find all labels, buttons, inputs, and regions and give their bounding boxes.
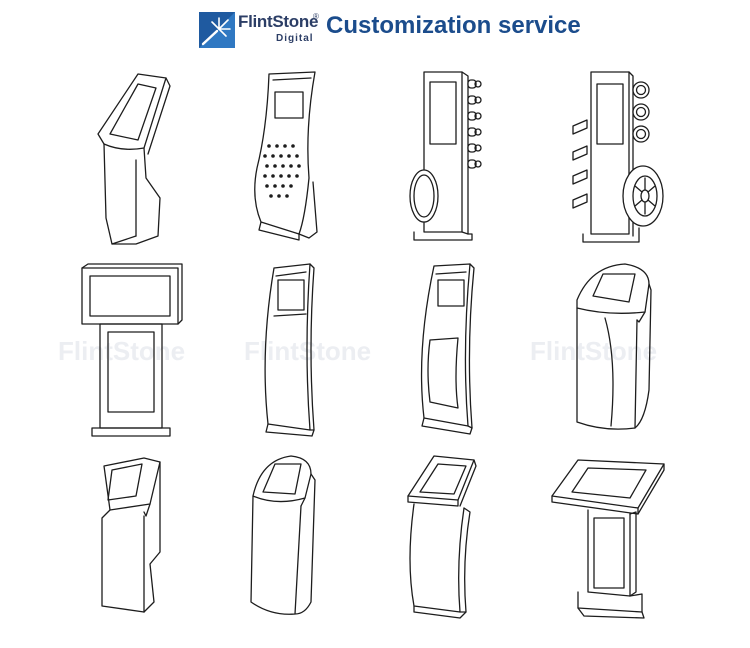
kiosk-keypad-wave-icon (245, 68, 325, 250)
page-header: FlintStone ® Digital Customization servi… (0, 0, 750, 58)
kiosk-lectern-icon (548, 452, 668, 622)
page-title: Customization service (326, 12, 581, 39)
brand-name: FlintStone (238, 12, 319, 31)
kiosk-phone-display-icon (400, 68, 490, 250)
brand-subtitle: Digital (276, 33, 314, 44)
kiosk-curved-stand-icon (400, 452, 490, 622)
kiosk-tower-icon (90, 452, 180, 622)
kiosk-tire-display-icon (565, 68, 665, 250)
kiosk-grid (0, 60, 750, 648)
kiosk-rounded-cylinder-icon (565, 260, 665, 440)
flintstone-logo-icon (199, 12, 235, 48)
registered-mark: ® (313, 12, 319, 21)
kiosk-curved-dual-screen-icon (408, 260, 488, 440)
kiosk-slanted-screen-icon (90, 68, 180, 258)
kiosk-dual-screen-icon (78, 260, 188, 440)
kiosk-rounded-tower-icon (245, 452, 325, 622)
kiosk-curved-tall-icon (250, 260, 330, 440)
